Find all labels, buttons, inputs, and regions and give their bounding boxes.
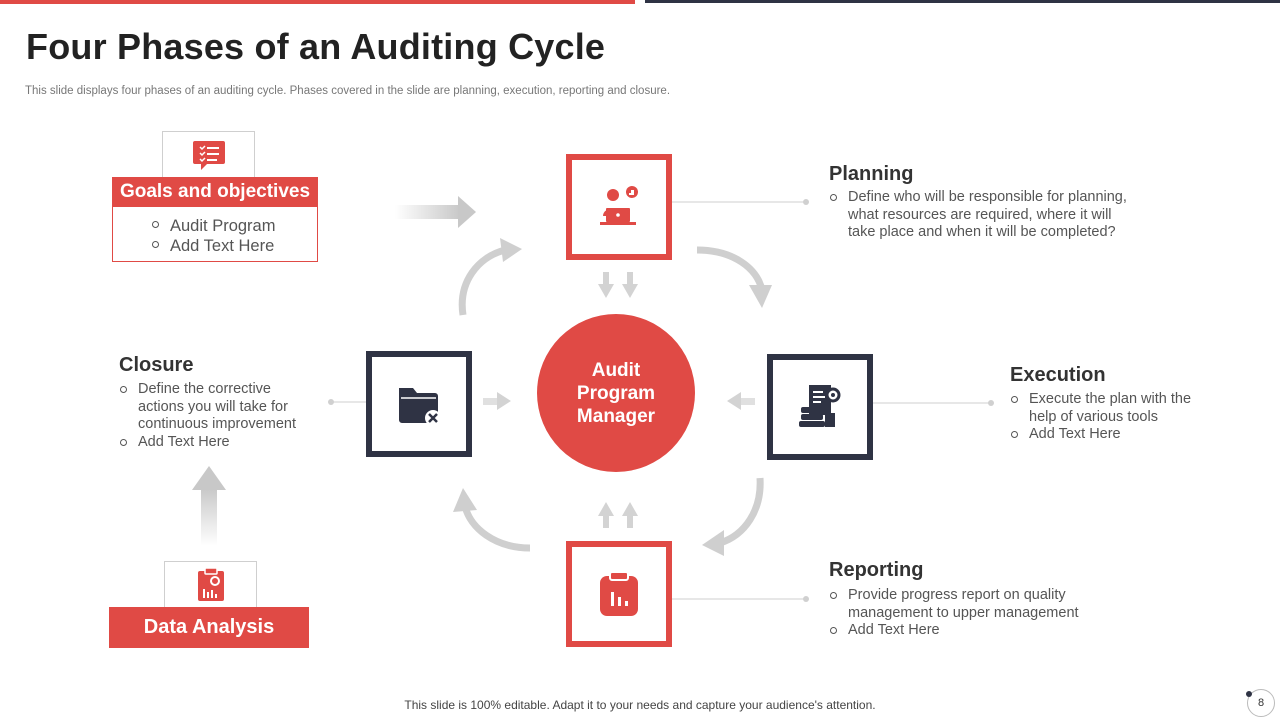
reporting-bullet-2[interactable]: Add Text Here [829,622,1109,640]
execution-bullets: Execute the plan with the help of variou… [1010,391,1210,444]
planning-bullet-1[interactable]: Define who will be responsible for plann… [829,189,1139,242]
data-analysis-banner[interactable]: Data Analysis [109,607,309,648]
execution-icon-frame[interactable] [767,354,873,460]
data-to-closure-arrow [192,466,226,546]
folder-close-icon [399,388,441,426]
closure-icon-frame[interactable] [366,351,472,457]
curved-arrow-execution-to-reporting [702,477,764,556]
clipboard-chart-icon [600,571,638,616]
curved-arrow-closure-to-planning [458,238,522,316]
goals-bullet-2[interactable]: Add Text Here [151,236,311,256]
center-label: Audit Program Manager [576,359,656,427]
closure-to-center-arrow [483,392,511,410]
goals-bullets: Audit Program Add Text Here [151,216,311,256]
center-audit-program-manager[interactable]: Audit Program Manager [537,314,695,472]
planning-to-center-arrows [598,272,638,298]
reporting-to-center-arrows [598,502,638,528]
execution-bullet-1[interactable]: Execute the plan with the help of variou… [1010,391,1210,426]
page-number-badge: 8 [1246,689,1275,717]
goals-icon-tab [162,131,255,178]
document-books-gear-icon [799,385,841,427]
planning-bullets: Define who will be responsible for plann… [829,189,1139,242]
page-number: 8 [1257,697,1265,709]
top-accent-bar-dark [645,0,1280,3]
goals-banner[interactable]: Goals and objectives [112,177,318,207]
execution-to-center-arrow [727,392,755,410]
reporting-title[interactable]: Reporting [829,559,924,581]
closure-bullet-2[interactable]: Add Text Here [119,434,319,452]
curved-arrow-reporting-to-closure [453,488,531,552]
closure-bullets: Define the corrective actions you will t… [119,381,319,451]
reporting-bullet-1[interactable]: Provide progress report on quality manag… [829,587,1109,622]
closure-title[interactable]: Closure [119,354,194,376]
person-laptop-icon [600,186,638,225]
slide-subtitle[interactable]: This slide displays four phases of an au… [25,85,671,97]
page-badge-dot [1246,691,1252,697]
footer-note[interactable]: This slide is 100% editable. Adapt it to… [404,698,876,712]
checklist-chat-icon [192,141,225,170]
planning-title[interactable]: Planning [829,163,914,185]
planning-icon-frame[interactable] [566,154,672,260]
slide-title[interactable]: Four Phases of an Auditing Cycle [26,26,606,67]
curved-arrow-planning-to-execution [696,246,772,308]
goals-to-planning-arrow [395,196,476,228]
closure-bullet-1[interactable]: Define the corrective actions you will t… [119,381,319,434]
execution-bullet-2[interactable]: Add Text Here [1010,426,1210,444]
goals-bullet-1[interactable]: Audit Program [151,216,311,236]
clipboard-chart-gear-icon [197,567,224,601]
reporting-bullets: Provide progress report on quality manag… [829,587,1109,640]
execution-title[interactable]: Execution [1010,364,1106,386]
reporting-icon-frame[interactable] [566,541,672,647]
data-analysis-icon-tab [164,561,257,608]
top-accent-bar-red [0,0,635,4]
